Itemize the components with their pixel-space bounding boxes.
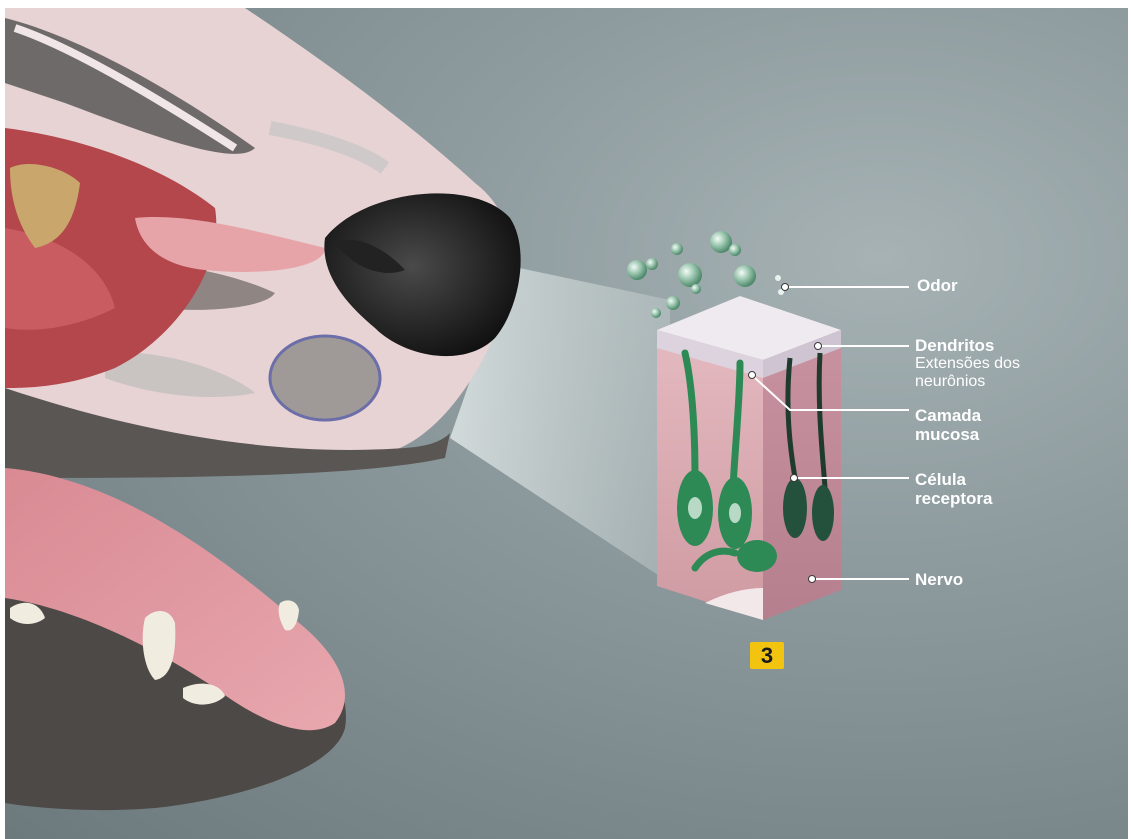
label-nervo: Nervo: [915, 570, 963, 589]
label-camada-2: mucosa: [915, 425, 981, 444]
illustration-canvas: Odor Dendritos Extensões dos neurônios C…: [5, 8, 1128, 839]
label-camada-1: Camada: [915, 406, 981, 425]
camada-pointer: [748, 371, 756, 379]
label-dendritos-sub-1: Extensões dos: [915, 355, 1020, 373]
dendritos-leader: [822, 345, 909, 347]
step-number-badge: 3: [750, 642, 784, 669]
nervo-leader: [816, 578, 909, 580]
label-odor-text: Odor: [917, 276, 958, 295]
odor-leader: [789, 286, 909, 288]
label-nervo-text: Nervo: [915, 570, 963, 589]
celula-pointer: [790, 474, 798, 482]
label-camada: Camada mucosa: [915, 406, 981, 444]
label-dendritos-title: Dendritos: [915, 336, 1020, 355]
odor-pointer: [781, 283, 789, 291]
label-dendritos: Dendritos Extensões dos neurônios: [915, 336, 1020, 391]
label-odor: Odor: [917, 276, 958, 295]
label-celula-1: Célula: [915, 470, 992, 489]
label-celula-2: receptora: [915, 489, 992, 508]
label-dendritos-sub-2: neurônios: [915, 373, 1020, 391]
dendritos-pointer: [814, 342, 822, 350]
nervo-pointer: [808, 575, 816, 583]
label-celula: Célula receptora: [915, 470, 992, 508]
